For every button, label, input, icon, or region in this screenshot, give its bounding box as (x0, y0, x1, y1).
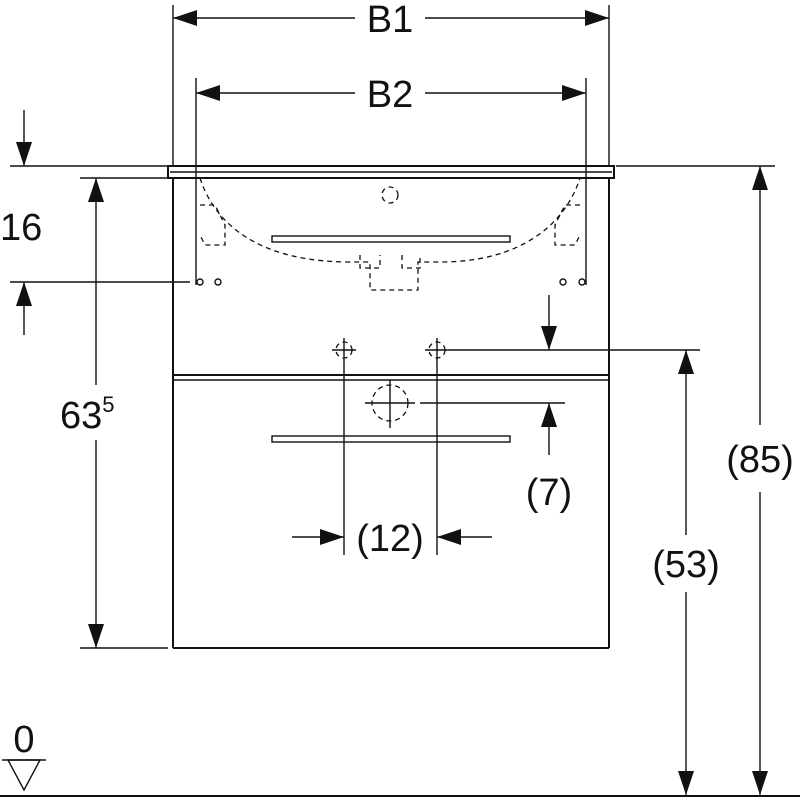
dim-53-arrow-top (678, 350, 694, 374)
dim-7: (7) (526, 295, 572, 514)
b1-arrow-right (585, 10, 609, 26)
water-connections (332, 338, 700, 362)
mount-hole-left-a (196, 278, 204, 286)
b2-label: B2 (367, 74, 413, 116)
dim-63-arrow-bottom (88, 624, 104, 648)
basin-drain-left (359, 255, 381, 269)
tap-hole (381, 186, 399, 204)
dim-7-arrow-top (541, 326, 557, 350)
dim-12: (12) (292, 362, 492, 560)
dim-85: (85) (616, 165, 794, 795)
dim-16-arrow-top (16, 142, 32, 166)
dim-63-arrow-top (88, 178, 104, 202)
dim-7-label: (7) (526, 472, 572, 514)
dim-85-arrow-bottom (752, 771, 768, 795)
floor-level: 0 (0, 719, 800, 797)
dim-53: (53) (652, 350, 720, 795)
cabinet (172, 178, 610, 649)
b1-dimension: B1 (172, 0, 610, 165)
dim-12-label: (12) (356, 518, 424, 560)
dim-12-arrow-left (320, 529, 344, 545)
dim-16-label: 16 (0, 207, 42, 249)
b2-arrow-right (562, 85, 586, 101)
b1-label: B1 (367, 0, 413, 41)
mount-hole-right-a (559, 278, 567, 286)
floor-level-label: 0 (13, 719, 34, 761)
dim-12-arrow-right (437, 529, 461, 545)
dim-85-label: (85) (726, 439, 794, 481)
dim-63-label: 635 (60, 392, 115, 437)
basin-bowl (199, 177, 581, 291)
dim-16-arrow-bottom (16, 282, 32, 306)
basin-drain-right (401, 255, 421, 269)
dim-16: 16 (0, 110, 190, 335)
countertop-outline (167, 165, 615, 179)
dim-53-label: (53) (652, 544, 720, 586)
b2-dimension: B2 (195, 74, 587, 285)
dim-63-main: 63 (60, 395, 102, 437)
dim-85-arrow-top (752, 166, 768, 190)
right-bracket (554, 204, 581, 246)
lower-drawer-handle (271, 435, 511, 443)
basin-hidden-outline (196, 177, 586, 291)
mount-hole-left-b (214, 278, 222, 286)
dim-63-5: 635 (60, 177, 168, 649)
drain-outlet (365, 380, 565, 428)
dim-53-arrow-bottom (678, 771, 694, 795)
upper-drawer-handle (271, 235, 511, 243)
b1-arrow-left (173, 10, 197, 26)
floor-level-marker-icon (6, 759, 42, 792)
left-bracket (199, 204, 226, 246)
dim-7-arrow-bottom (541, 403, 557, 427)
mount-hole-right-b (578, 278, 586, 286)
b2-arrow-left (196, 85, 220, 101)
washbasin-top (167, 165, 615, 179)
dim-63-superscript: 5 (102, 392, 114, 417)
